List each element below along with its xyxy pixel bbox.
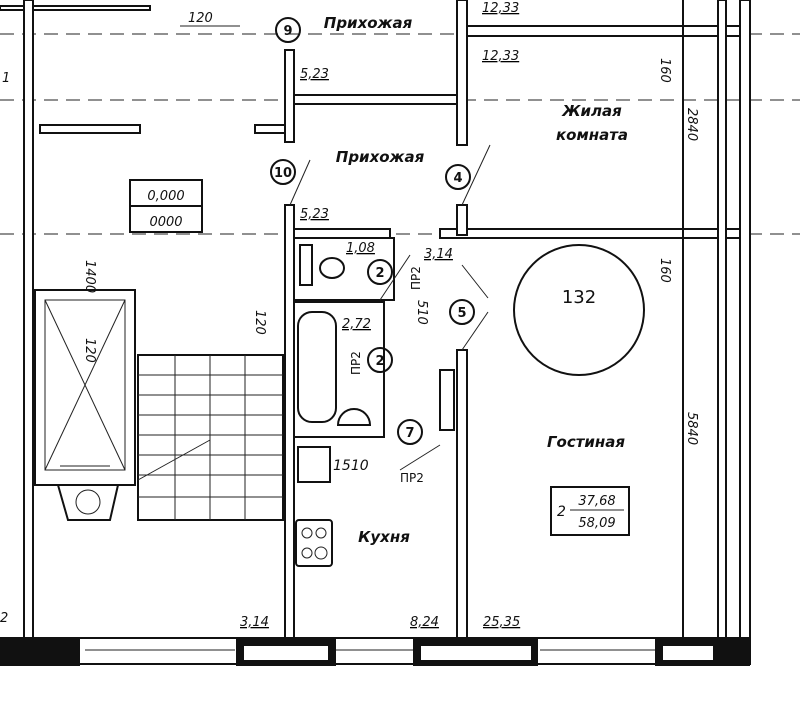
apartment-number-circle [513,244,645,376]
wc-room [293,237,395,301]
apartment-number: 132 [562,287,596,308]
washbasin-icon [57,484,119,521]
radiator-icon [439,369,455,431]
area-bath: 2,72 [342,317,371,332]
wall [456,0,468,146]
dim-1510: 1510 [333,458,369,474]
dim-5840: 5840 [684,412,699,445]
elevator-shaft [34,289,136,486]
dim-160-b: 160 [657,258,672,283]
wall [717,0,727,661]
cabinet [297,446,331,483]
area-left-partial-bottom: 2 [0,611,8,626]
wall [456,204,468,236]
area-left-partial-top: 1 [2,71,10,86]
dim-120-mid: 120 [252,310,267,335]
toilet-icon [319,257,345,279]
dim-2840: 2840 [684,108,699,141]
area-hall-top: 5,23 [300,67,329,82]
wall [0,5,151,11]
marker-2: 2 [375,266,384,281]
markers: 9 10 4 2 2 5 7 [270,17,475,445]
area-living: 25,35 [483,615,520,630]
wall [464,25,751,37]
area-hall: 5,23 [300,207,329,222]
sink-icon [336,408,372,426]
tank-icon [299,244,313,286]
door-tag-pr2: ПР2 [349,351,363,375]
area-left-bottom: 3,14 [240,615,269,630]
wall [439,228,751,239]
summary-total-area: 58,09 [578,516,615,531]
marker-2b: 2 [375,354,384,369]
dim-1400: 1400 [82,260,97,293]
dim-120-left: 120 [82,338,97,363]
marker-5: 5 [457,306,466,321]
area-corridor: 3,14 [424,247,453,262]
room-bedroom-2: комната [556,126,628,144]
door-tag-pr2: ПР2 [409,266,423,290]
room-bedroom-1: Жилая [561,102,622,120]
wall [284,49,295,143]
bath-room [293,301,385,438]
wall [284,228,391,239]
dim-160-a: 160 [657,58,672,83]
pier [0,638,80,666]
area-summary-box [550,486,630,536]
wall [39,124,141,134]
area-kitchen: 8,24 [410,615,439,630]
wall [23,0,34,661]
summary-rooms: 2 [557,504,566,520]
stove-icon [295,519,333,567]
wall [284,204,295,661]
room-living: Гостиная [547,433,625,451]
facade-wall [0,637,751,665]
marker-9: 9 [283,24,292,39]
room-hall: Прихожая [336,148,425,166]
elevation-bottom: 0000 [149,215,182,230]
wall [456,349,468,651]
wall [739,0,751,661]
area-wc: 1,08 [346,241,375,256]
door-tag-pr2: ПР2 [400,471,424,485]
area-top-a: 12,33 [482,1,519,16]
marker-4: 4 [453,171,462,186]
wall [284,94,466,105]
summary-living-area: 37,68 [578,494,615,509]
dim-510: 510 [414,300,429,325]
marker-7: 7 [405,426,414,441]
dim-120-top: 120 [188,11,213,26]
room-kitchen: Кухня [358,528,410,546]
staircase [137,354,284,521]
marker-10: 10 [274,166,292,181]
area-top-b: 12,33 [482,49,519,64]
bathtub-icon [297,311,337,423]
room-hall-top: Прихожая [324,14,413,32]
elevation-top: 0,000 [147,189,184,204]
